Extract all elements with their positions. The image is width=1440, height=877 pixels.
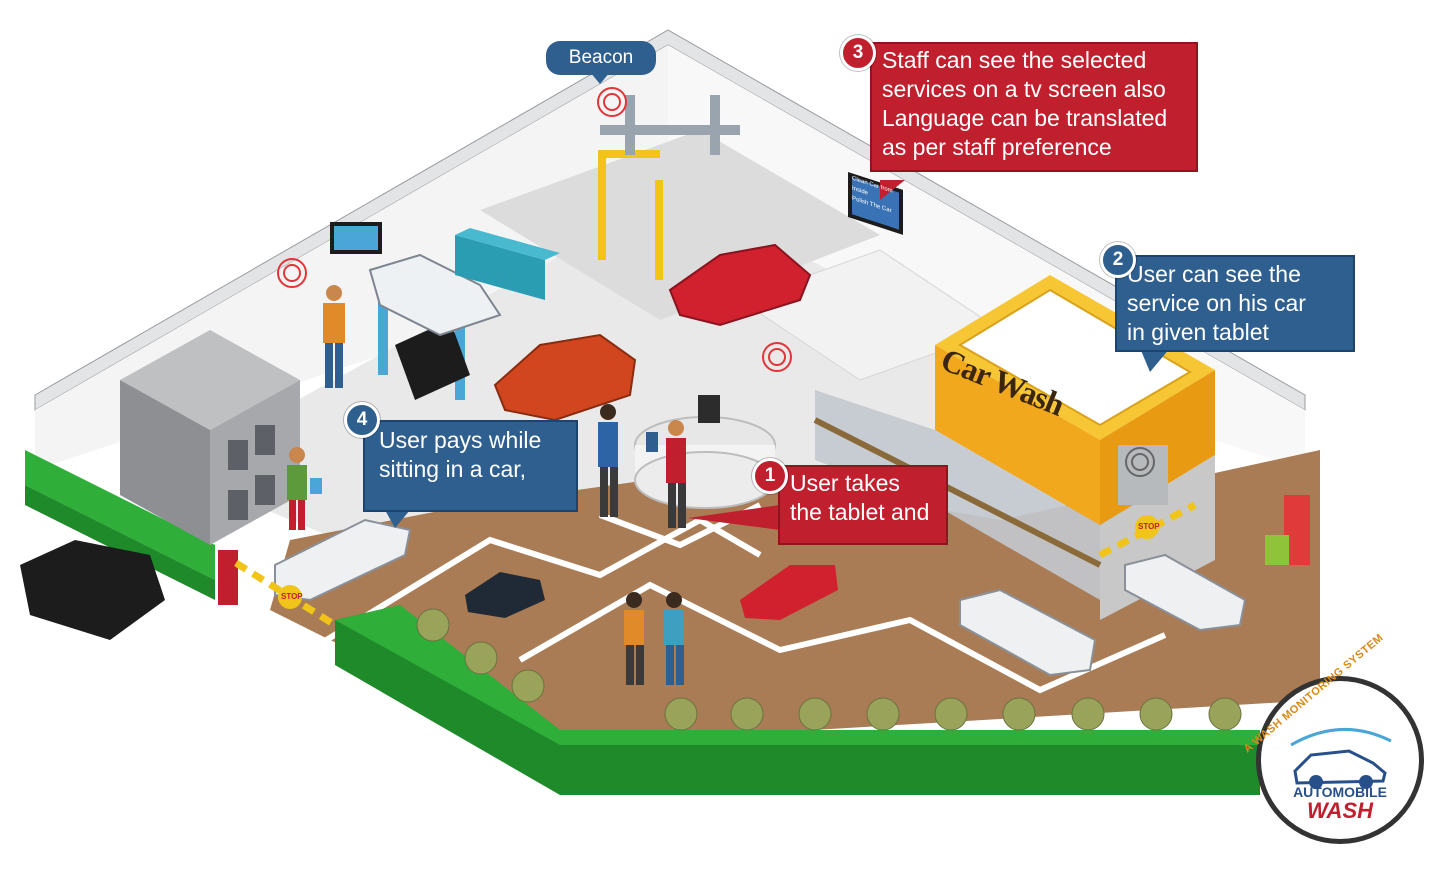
staff-member bbox=[646, 420, 686, 528]
callout-step-1-text: User takes the tablet and bbox=[790, 470, 930, 525]
pair-in-driveway bbox=[624, 592, 684, 685]
step-3-badge: 3 bbox=[840, 35, 876, 71]
callout-step-3-text: Staff can see the selected services on a… bbox=[882, 47, 1168, 160]
logo-line-1: AUTOMOBILE bbox=[1293, 784, 1387, 800]
office-block bbox=[120, 330, 300, 545]
callout-step-3: Staff can see the selected services on a… bbox=[870, 42, 1198, 172]
logo-car-icon bbox=[1290, 727, 1392, 789]
step-4-badge: 4 bbox=[344, 402, 380, 438]
pillars bbox=[1265, 495, 1310, 565]
callout-pointers bbox=[385, 72, 1170, 530]
overhead-crane bbox=[600, 95, 740, 155]
step-2-badge: 2 bbox=[1100, 242, 1136, 278]
car-lift bbox=[368, 253, 502, 400]
people bbox=[287, 285, 686, 685]
callout-step-4-text: User pays while sitting in a car, bbox=[379, 427, 542, 482]
logo-line-2: WASH bbox=[1307, 798, 1373, 823]
man-paying bbox=[287, 447, 322, 530]
car-wash-building bbox=[935, 275, 1215, 620]
beacon-signals bbox=[277, 87, 1155, 477]
stop-sign-left: STOP bbox=[281, 592, 303, 601]
stop-sign-right: STOP bbox=[1138, 522, 1160, 531]
stop-barriers bbox=[218, 501, 1197, 628]
step-1-badge: 1 bbox=[752, 458, 788, 494]
trees bbox=[416, 608, 1242, 731]
customer-with-tablet bbox=[598, 404, 618, 517]
callout-step-2-text: User can see the service on his car in g… bbox=[1127, 261, 1306, 345]
green-hedge bbox=[25, 450, 1260, 795]
automobile-wash-logo: A WASH MONITORING SYSTEM AUTOMOBILE WASH bbox=[1242, 632, 1424, 844]
callout-step-1: User takes the tablet and bbox=[778, 465, 948, 545]
vehicles bbox=[20, 518, 1247, 677]
callout-step-4: User pays while sitting in a car, bbox=[363, 420, 578, 512]
mechanic-operator bbox=[323, 285, 345, 388]
red-sedan bbox=[493, 243, 812, 422]
beacon-label: Beacon bbox=[546, 41, 656, 75]
workbench bbox=[455, 228, 560, 300]
wash-tunnel-glass bbox=[813, 390, 1102, 600]
callout-step-2: User can see the service on his car in g… bbox=[1115, 255, 1355, 352]
